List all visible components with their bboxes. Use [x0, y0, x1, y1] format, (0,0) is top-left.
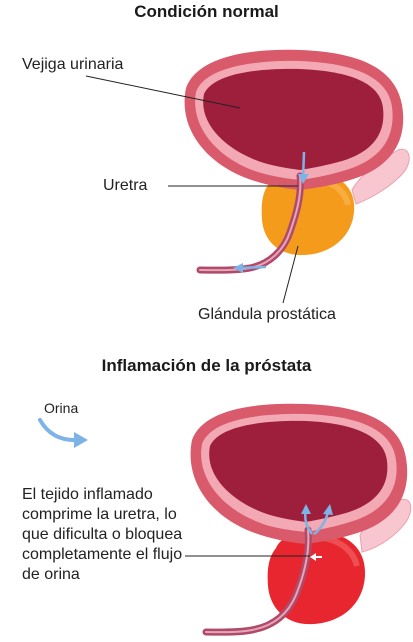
label-prostate: Glándula prostática: [198, 306, 336, 323]
prostate-inflamed: [267, 531, 366, 625]
inflamed-diagram: [185, 403, 412, 636]
label-urethra: Uretra: [103, 177, 148, 194]
leader-bladder: [85, 75, 241, 109]
leader-prostate: [282, 245, 299, 304]
prostate-normal: [261, 171, 355, 256]
label-inflammation-note: El tejido inflamado comprime la uretra, …: [22, 486, 183, 583]
normal-diagram: [85, 49, 410, 304]
urine-legend-arrow: [38, 418, 80, 443]
urine-legend: [38, 418, 88, 448]
title-normal: Condición normal: [134, 2, 279, 21]
label-urine: Orina: [44, 400, 79, 416]
title-inflamed: Inflamación de la próstata: [101, 356, 312, 375]
urine-arrow-top-2: [239, 265, 267, 270]
label-bladder: Vejiga urinaria: [22, 56, 124, 73]
